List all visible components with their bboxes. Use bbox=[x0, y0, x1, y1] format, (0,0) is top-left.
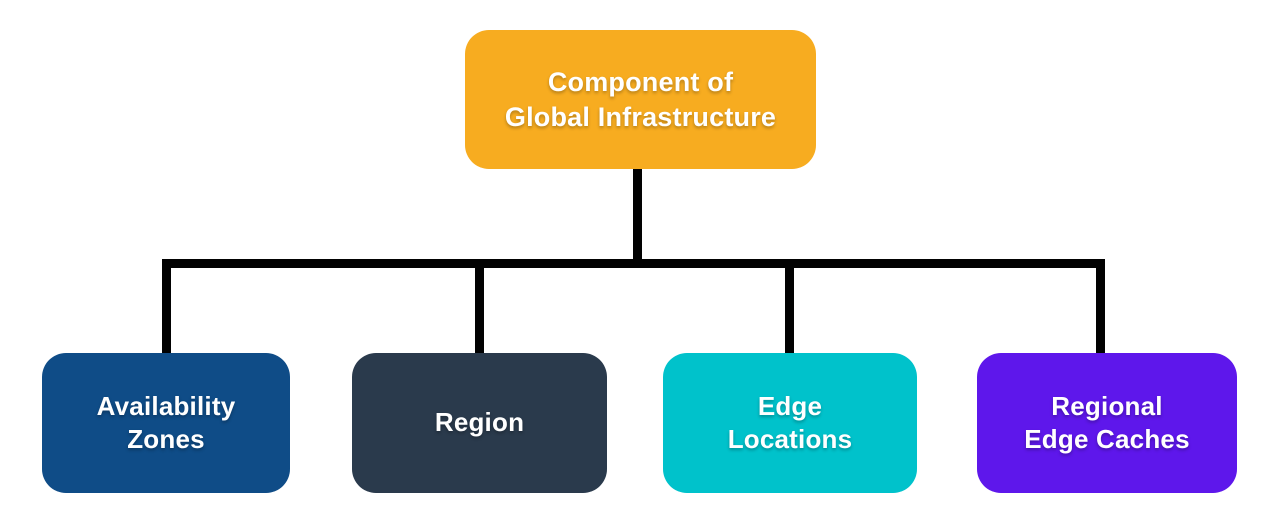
connector-root-stem bbox=[633, 168, 642, 268]
node-label: Edge Locations bbox=[727, 390, 853, 454]
node-label: Regional Edge Caches bbox=[1024, 390, 1190, 454]
node-label: Region bbox=[434, 407, 525, 438]
node-region: Region bbox=[352, 353, 607, 493]
node-regional-edge-caches: Regional Edge Caches bbox=[977, 353, 1237, 493]
node-availability-zones: Availability Zones bbox=[42, 353, 290, 493]
node-label: Availability Zones bbox=[96, 390, 236, 454]
connector-drop-region bbox=[475, 259, 484, 355]
node-edge-locations: Edge Locations bbox=[663, 353, 917, 493]
node-label: Component of Global Infrastructure bbox=[504, 67, 777, 132]
connector-drop-availability-zones bbox=[162, 259, 171, 355]
node-component-of-global-infrastructure: Component of Global Infrastructure bbox=[465, 30, 816, 169]
connector-horizontal-bar bbox=[162, 259, 1105, 268]
connector-drop-edge-locations bbox=[785, 259, 794, 355]
connector-drop-regional-edge-caches bbox=[1096, 259, 1105, 355]
